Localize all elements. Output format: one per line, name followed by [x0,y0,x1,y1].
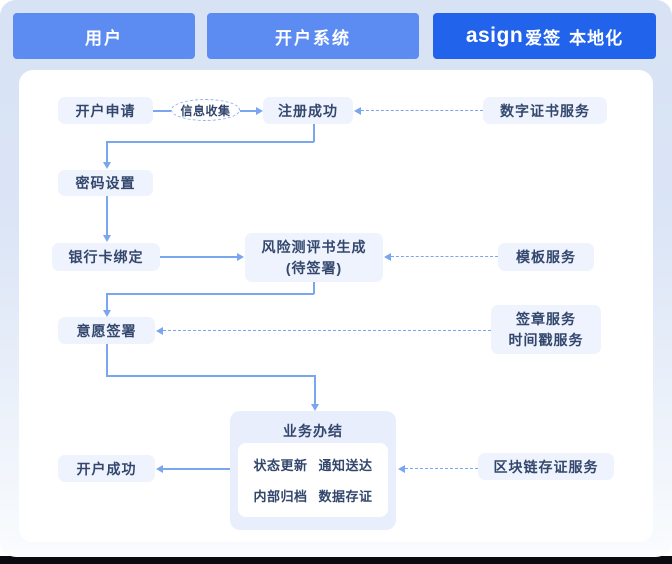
node-willingness-sign: 意愿签署 [58,317,155,344]
arrow-head-down [103,310,111,317]
connector-line [106,344,108,376]
connector-line [313,124,315,142]
dashed-connector [405,468,478,469]
node-account-apply-label: 开户申请 [75,102,136,119]
business-item-status-update: 状态更新 [253,458,308,473]
arrow-head-down [311,404,319,411]
lane-system-label: 开户系统 [275,28,351,48]
node-template-service: 模板服务 [498,243,594,271]
connector-line [106,141,314,143]
connector-line [106,196,108,236]
node-register-success: 注册成功 [263,97,353,124]
node-account-apply: 开户申请 [58,97,153,124]
arrow-head-left [156,465,163,473]
node-risk-assessment: 风险测评书生成 (待签署) [245,233,383,282]
business-item-data-evidence: 数据存证 [318,489,373,504]
node-info-collect: 信息收集 [171,99,240,121]
connector-line [153,110,171,112]
node-willingness-sign-label: 意愿签署 [76,322,137,339]
arrow-head-left [384,253,391,261]
connector-line [160,256,238,258]
node-account-success-label: 开户成功 [76,460,137,477]
connector-line [314,375,316,405]
node-risk-assessment-subtitle: (待签署) [285,259,343,276]
node-timestamp-service-label: 时间戳服务 [508,331,584,348]
connector-line [313,282,315,294]
node-password-setup-label: 密码设置 [75,175,136,191]
node-template-service-label: 模板服务 [516,249,576,265]
node-business-wrapup: 业务办结 状态更新 通知送达 内部归档 数据存证 [230,411,396,530]
asign-localization-label: 本地化 [569,28,624,48]
lane-user-label: 用户 [85,28,123,48]
dashed-connector [361,110,483,111]
node-register-success-label: 注册成功 [278,102,338,119]
node-info-collect-label: 信息收集 [180,103,231,118]
lane-header-user: 用户 [13,13,195,59]
arrow-head-left [354,107,361,115]
arrow-head-down [103,162,111,169]
arrow-head-left [156,327,163,335]
node-account-success: 开户成功 [58,455,155,482]
connector-line [240,110,257,112]
node-blockchain-evidence-service: 区块链存证服务 [478,453,614,480]
asign-brand-name: 爱签 [525,28,562,48]
node-bank-card-binding: 银行卡绑定 [52,243,160,271]
business-item-internal-archive: 内部归档 [253,489,308,504]
connector-line [106,293,314,295]
node-seal-service-label: 签章服务 [516,311,576,328]
flow-canvas: 开户申请 信息收集 注册成功 数字证书服务 密码设置 [19,70,653,542]
dashed-connector [163,330,491,331]
node-business-wrapup-title: 业务办结 [283,423,343,439]
dashed-connector [391,256,498,257]
node-risk-assessment-title: 风险测评书生成 [261,239,367,256]
node-digital-cert-service: 数字证书服务 [483,97,607,124]
lane-header-system: 开户系统 [207,13,419,59]
connector-line [106,293,108,311]
asign-logo: asign [465,24,524,47]
business-wrapup-items: 状态更新 通知送达 内部归档 数据存证 [238,443,388,517]
lane-header-asign: asign 爱签 本地化 [433,13,656,59]
arrow-head-right [237,253,244,261]
arrow-head-down [103,235,111,242]
business-item-notify-delivery: 通知送达 [318,458,373,473]
node-digital-cert-label: 数字证书服务 [500,102,590,119]
connector-line [106,141,108,163]
node-blockchain-evidence-label: 区块链存证服务 [493,458,599,475]
arrow-head-left [398,465,405,473]
node-seal-timestamp-service: 签章服务 时间戳服务 [491,305,601,354]
connector-line [106,375,315,377]
node-password-setup: 密码设置 [58,170,153,196]
arrow-head-right [256,107,263,115]
node-bank-card-binding-label: 银行卡绑定 [68,249,144,265]
connector-line [163,468,230,470]
